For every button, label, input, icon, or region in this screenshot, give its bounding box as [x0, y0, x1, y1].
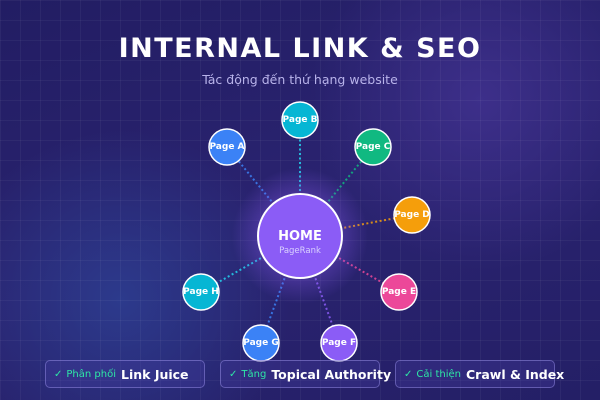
node-page-d[interactable]: Page D [393, 196, 431, 234]
node-circle-page-a [208, 128, 246, 166]
node-label-page-d: Page D [394, 210, 430, 220]
benefit-link-juice: ✓ Phân phối Link Juice [45, 360, 205, 388]
benefit-main: Link Juice [121, 366, 189, 382]
page-title: INTERNAL LINK & SEO [118, 33, 482, 64]
benefit-prefix: Phân phối [66, 368, 116, 380]
node-circle-page-g [242, 324, 280, 362]
node-page-g[interactable]: Page G [242, 324, 280, 362]
node-circle-page-c [354, 128, 392, 166]
node-circle-page-f [320, 324, 358, 362]
hub-node[interactable]: HOME PageRank [257, 193, 343, 279]
hub-label: HOME [278, 229, 322, 244]
page-subtitle: Tác động đến thứ hạng website [202, 72, 398, 87]
node-label-page-f: Page F [322, 338, 356, 348]
node-page-a[interactable]: Page A [208, 128, 246, 166]
benefit-prefix: Tăng [241, 368, 267, 380]
check-icon: ✓ [404, 368, 413, 380]
node-circle-page-b [281, 101, 319, 139]
node-circle-page-d [393, 196, 431, 234]
benefit-main: Crawl & Index [466, 366, 565, 382]
node-label-page-a: Page A [209, 142, 244, 152]
node-page-c[interactable]: Page C [354, 128, 392, 166]
node-circle-page-e [380, 273, 418, 311]
node-page-e[interactable]: Page E [380, 273, 418, 311]
benefit-crawl-index: ✓ Cải thiện Crawl & Index [395, 360, 564, 388]
hub-sublabel: PageRank [279, 246, 321, 256]
node-label-page-b: Page B [283, 115, 318, 125]
node-label-page-g: Page G [243, 338, 279, 348]
check-icon: ✓ [229, 368, 238, 380]
check-icon: ✓ [54, 368, 63, 380]
page-nodes: Page A Page B Page C Page D Page E Page F Page… [182, 101, 431, 362]
node-label-page-c: Page C [356, 142, 391, 152]
benefit-prefix: Cải thiện [416, 368, 461, 380]
node-page-h[interactable]: Page H [182, 273, 220, 311]
node-page-b[interactable]: Page B [281, 101, 319, 139]
node-circle-page-h [182, 273, 220, 311]
benefit-main: Topical Authority [271, 366, 392, 382]
node-label-page-e: Page E [382, 287, 416, 297]
node-label-page-h: Page H [183, 287, 219, 297]
node-page-f[interactable]: Page F [320, 324, 358, 362]
benefit-topical-authority: ✓ Tăng Topical Authority [220, 360, 391, 388]
